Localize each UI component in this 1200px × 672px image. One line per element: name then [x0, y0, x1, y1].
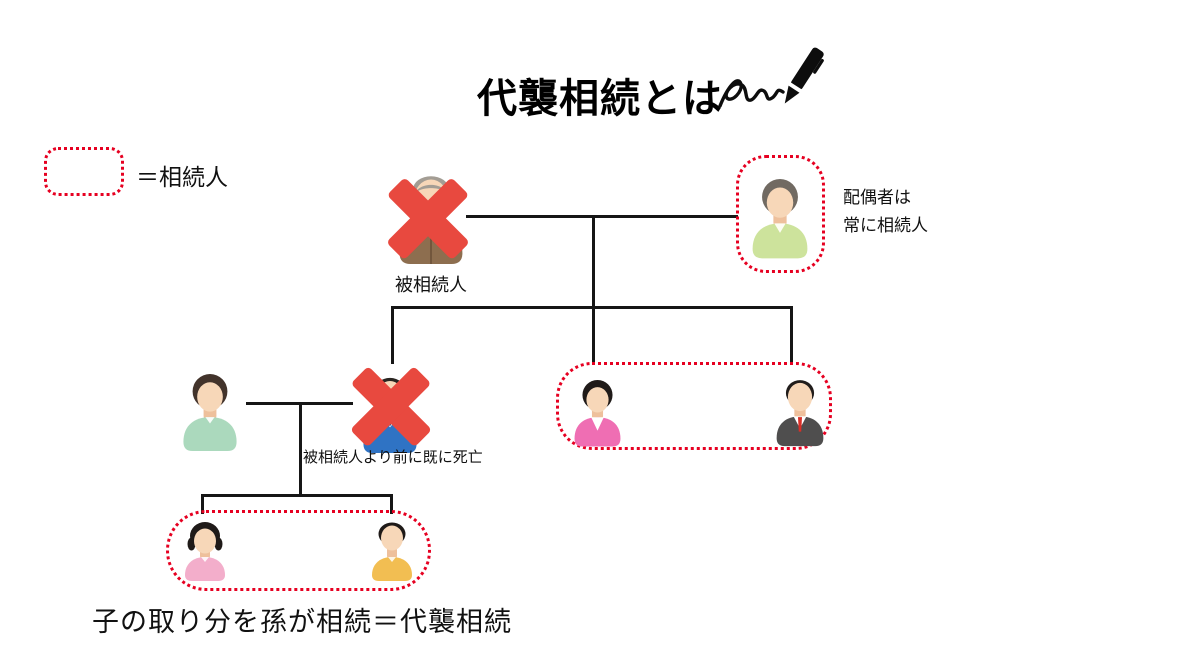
line-drop-daughter [592, 306, 595, 364]
line-drop-grandson [390, 494, 393, 514]
children-heir-box [556, 362, 832, 450]
line-drop-predeceased-son [391, 306, 394, 364]
boy-icon [366, 517, 418, 581]
mint-woman-icon [177, 363, 243, 451]
spouse-heir-box [736, 155, 825, 273]
legend-label: ＝相続人 [136, 164, 228, 190]
girl-icon [179, 517, 231, 581]
predeceased-note: 被相続人より前に既に死亡 [303, 449, 483, 466]
line-marriage-top [466, 215, 738, 218]
spouse-note-line2: 常に相続人 [843, 216, 928, 236]
gray-haired-woman-icon [746, 163, 814, 263]
red-cross-icon [344, 361, 438, 453]
line-drop-from-couple [592, 215, 595, 309]
line-drop-son [790, 306, 793, 364]
caption: 子の取り分を孫が相続＝代襲相続 [92, 607, 512, 637]
line-drop-to-grandchildren [299, 402, 302, 497]
pen-signature-icon [714, 42, 826, 122]
line-drop-granddaughter [201, 494, 204, 514]
line-grandchildren-branch [201, 494, 393, 497]
spouse-note: 配偶者は 常に相続人 [843, 184, 928, 240]
spouse-note-line1: 配偶者は [843, 188, 911, 207]
grandchildren-heir-box [166, 510, 431, 591]
decedent-label: 被相続人 [395, 275, 467, 295]
red-cross-icon [381, 170, 475, 268]
page-title: 代襲相続とは [477, 77, 723, 121]
gray-suit-man-icon [771, 367, 829, 448]
pink-woman-icon [569, 369, 626, 448]
legend-heir-box [44, 147, 124, 196]
